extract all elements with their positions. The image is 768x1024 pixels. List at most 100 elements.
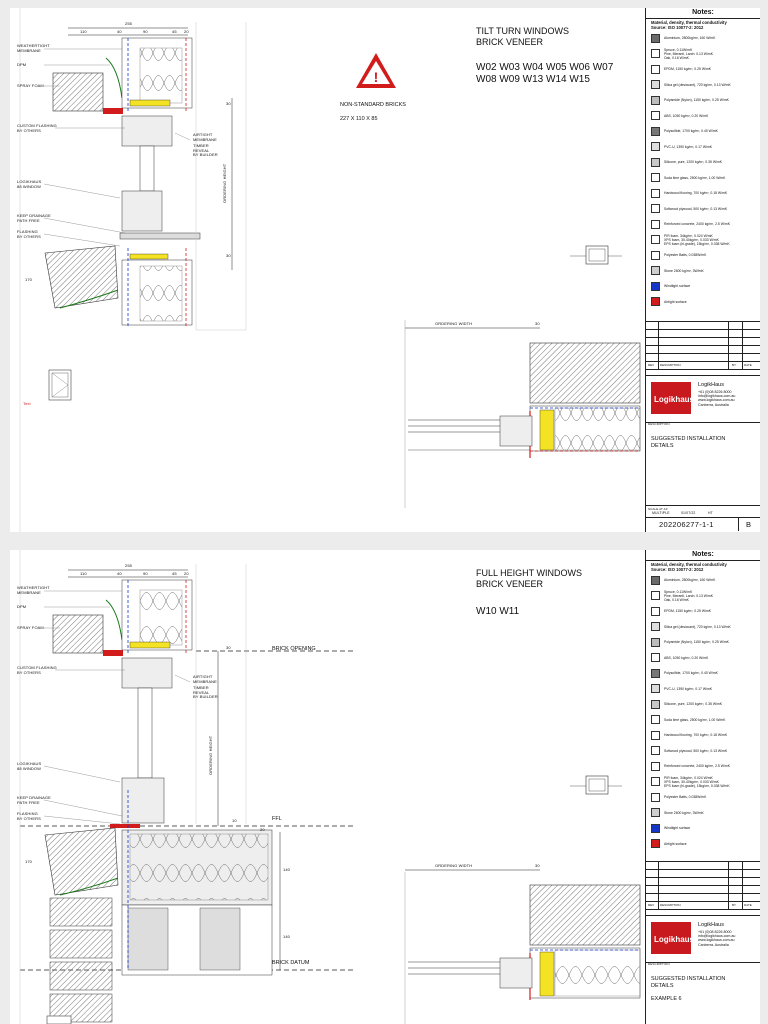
material-legend-item: Stone 2600 kg/m³, 3W/mK: [646, 263, 760, 279]
revision-letter: B: [746, 520, 752, 529]
material-label: ABS, 1050 kg/m³, 0.20 W/mK: [664, 113, 709, 118]
material-swatch: [651, 808, 660, 818]
dim-v170: 170: [25, 859, 32, 864]
callout-custom-flashing: CUSTOM FLASHING BY OTHERS: [17, 123, 57, 133]
material-label: Polyamide (Nylon), 1150 kg/m³, 0.25 W/mK: [664, 98, 729, 103]
date-header: DATE: [744, 903, 752, 907]
material-legend-item: Stone 2600 kg/m³, 3W/mK: [646, 805, 760, 821]
dim-40: 40: [117, 29, 122, 34]
callout-keep-drainage: KEEP DRAINAGE PATH FREE: [17, 795, 51, 805]
callout-airtight: AIRTIGHT MEMBRANE: [193, 132, 217, 142]
material-swatch: [651, 157, 660, 167]
company-block: Logikhaus LogikHaus +61 (0)08 8226 8000 …: [646, 375, 760, 423]
logikhaus-logo: Logikhaus: [651, 382, 694, 414]
material-legend-item: Windtight surface: [646, 821, 760, 837]
material-legend-item: Softwood plywood, 500 kg/m³, 0.13 W/mK: [646, 201, 760, 217]
material-swatch: [651, 95, 660, 105]
material-swatch: [651, 839, 660, 849]
material-legend-item: Polyester Batts, 0.038W/mK: [646, 790, 760, 806]
material-legend-item: Windtight surface: [646, 279, 760, 295]
material-legend-item: ABS, 1050 kg/m³, 0.20 W/mK: [646, 650, 760, 666]
material-swatch: [651, 684, 660, 694]
material-legend-item: Polyester Batts, 0.038W/mK: [646, 248, 760, 264]
company-name: LogikHaus: [698, 382, 724, 388]
by-header: BY: [732, 903, 737, 907]
material-swatch: [651, 715, 660, 725]
callout-airtight: AIRTIGHT MEMBRANE: [193, 674, 217, 684]
material-swatch: [651, 126, 660, 136]
material-label: Polyester Batts, 0.038W/mK: [664, 795, 707, 800]
callout-flashing: FLASHING BY OTHERS: [17, 229, 41, 239]
material-swatch: [651, 281, 660, 291]
dim-110: 110: [80, 29, 87, 34]
material-legend-item: Silicone, pure, 1200 kg/m³, 0.35 W/mK: [646, 155, 760, 171]
material-label: Airtight surface: [664, 841, 687, 846]
material-legend-item: Airtight surface: [646, 294, 760, 310]
material-legend-item: PIR foam, 34kg/m³, 0.024 W/mK XPS foam, …: [646, 774, 760, 790]
material-swatch: [651, 266, 660, 276]
callout-timber-reveal: TIMBER REVEAL BY BUILDER: [193, 685, 218, 700]
dim-45: 45: [172, 29, 177, 34]
company-name: LogikHaus: [698, 922, 724, 928]
material-swatch: [651, 823, 660, 833]
callout-custom-flashing: CUSTOM FLASHING BY OTHERS: [17, 665, 57, 675]
material-swatch: [651, 591, 660, 601]
notes-subheader: Material, density, thermal conductivity …: [651, 562, 727, 572]
material-legend-item: Softwood plywood, 500 kg/m³, 0.13 W/mK: [646, 743, 760, 759]
material-swatch: [651, 777, 660, 787]
notes-header: Notes:: [646, 550, 760, 561]
tb-example: EXAMPLE 6: [651, 996, 682, 1002]
dim-90: 90: [143, 571, 148, 576]
material-swatch: [651, 80, 660, 90]
dim-40: 40: [117, 571, 122, 576]
material-swatch: [651, 33, 660, 43]
callout-dpm: DPM: [17, 604, 27, 609]
callout-logikhaus-window: LOGIKHAUS 88 WINDOW: [17, 179, 42, 189]
material-legend-item: Hardwood flooring, 700 kg/m³, 0.18 W/mK: [646, 186, 760, 202]
material-swatch: [651, 64, 660, 74]
description-header: DESCRIPTION: [660, 363, 681, 367]
callout-spray-foam: SPRAY FOAM: [17, 83, 44, 88]
material-legend-item: Spruce, 0.11W/mK Pine, Meranti, Larch: 0…: [646, 46, 760, 62]
material-label: Silicone, pure, 1200 kg/m³, 0.35 W/mK: [664, 160, 723, 165]
dim-v140a: 140: [283, 867, 290, 872]
company-info: +61 (0)08 8226 8000 info@logikhaus.com.a…: [698, 930, 736, 947]
material-label: Aluminium, 2800kg/m³, 160 W/mK: [664, 578, 716, 583]
material-legend-item: PIR foam, 34kg/m³, 0.024 W/mK XPS foam, …: [646, 232, 760, 248]
warning-text: NON-STANDARD BRICKS: [340, 102, 406, 108]
material-swatch: [651, 204, 660, 214]
material-swatch: [651, 699, 660, 709]
callout-weathertight: WEATHERTIGHT MEMBRANE: [17, 43, 50, 53]
level-brick-datum: BRICK DATUM: [272, 960, 310, 966]
material-label: Windtight surface: [664, 826, 691, 831]
material-label: Silicone, pure, 1200 kg/m³, 0.35 W/mK: [664, 702, 723, 707]
material-legend-item: Hardwood flooring, 700 kg/m³, 0.18 W/mK: [646, 728, 760, 744]
dim-v30: 30: [226, 645, 231, 650]
material-swatch: [651, 746, 660, 756]
company-block: Logikhaus LogikHaus +61 (0)08 8226 8000 …: [646, 915, 760, 963]
material-legend-item: ABS, 1050 kg/m³, 0.20 W/mK: [646, 108, 760, 124]
material-swatch: [651, 142, 660, 152]
callout-spray-foam: SPRAY FOAM: [17, 625, 44, 630]
material-swatch: [651, 297, 660, 307]
dim-v170: 170: [25, 277, 32, 282]
notes-panel: Notes: Material, density, thermal conduc…: [645, 8, 760, 532]
material-label: Silica gel (desiccant), 720 kg/m³, 0.13 …: [664, 82, 731, 87]
callout-flashing: FLASHING BY OTHERS: [17, 811, 41, 821]
dim-110: 110: [80, 571, 87, 576]
dim-v10: 10: [232, 818, 237, 823]
material-swatch: [651, 49, 660, 59]
material-label: Hardwood flooring, 700 kg/m³, 0.18 W/mK: [664, 191, 728, 196]
logikhaus-logo: Logikhaus: [651, 922, 694, 954]
material-legend-item: Spruce, 0.11W/mK Pine, Meranti, Larch: 0…: [646, 588, 760, 604]
material-swatch: [651, 730, 660, 740]
scale-label: SCALE AT A3: [648, 507, 668, 511]
revision-table: REV DESCRIPTION BY DATE: [646, 861, 760, 910]
material-legend-item: Polyamide (Nylon), 1150 kg/m³, 0.25 W/mK: [646, 635, 760, 651]
material-legend-item: Polysulfide, 1700 kg/m³, 0.40 W/mK: [646, 124, 760, 140]
dim-total: 255: [125, 21, 132, 26]
material-swatch: [651, 250, 660, 260]
materials-legend: Aluminium, 2800kg/m³, 160 W/mK Spruce, 0.…: [646, 573, 760, 852]
